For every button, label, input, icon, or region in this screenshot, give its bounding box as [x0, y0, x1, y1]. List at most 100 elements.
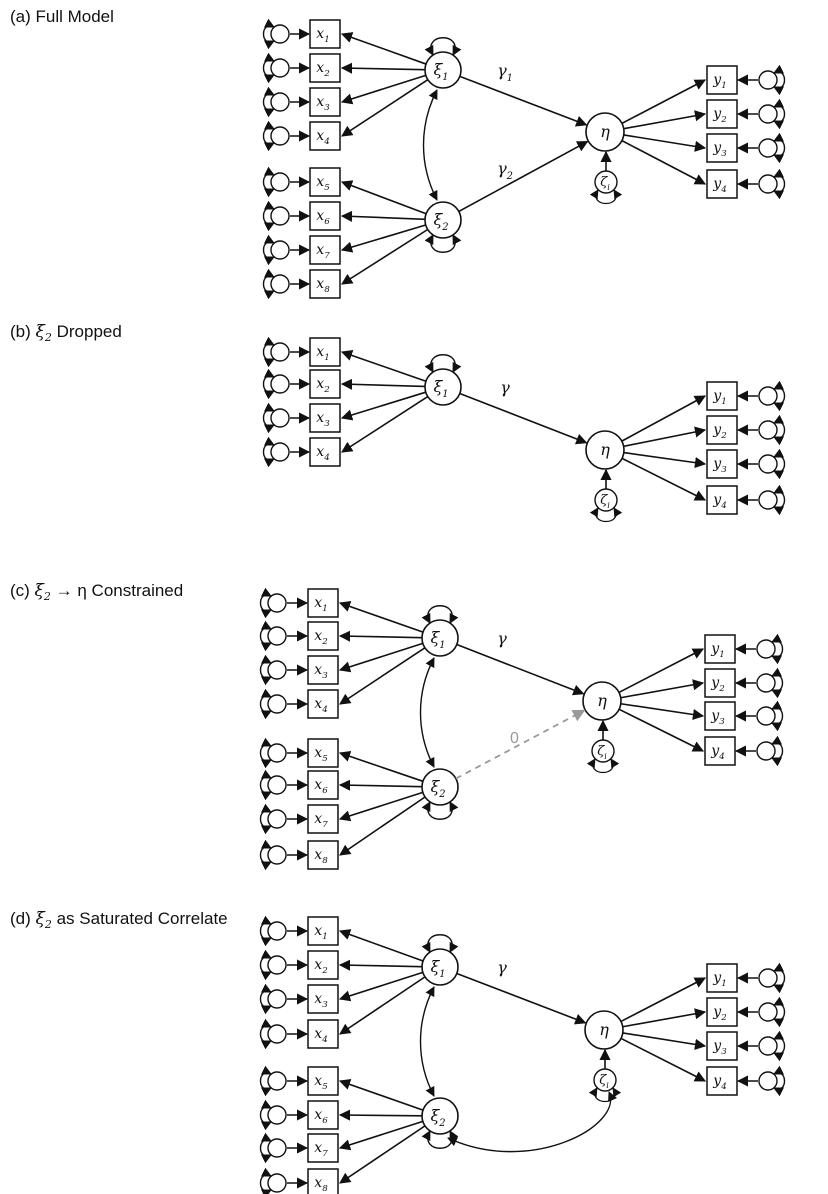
error-variance-loop	[259, 803, 272, 835]
disturbance-variance-loop	[589, 189, 623, 204]
indicator-x1: x1	[307, 916, 339, 946]
error-variance-loop	[773, 448, 786, 480]
indicator-x6: x6	[307, 1100, 339, 1130]
indicator-y1: y1	[706, 381, 738, 411]
loading-arrow	[340, 224, 426, 253]
latent-label: ξ1	[430, 628, 445, 651]
variance-loop	[421, 605, 459, 624]
disturbance-label: ζi	[599, 1073, 609, 1090]
latent-xi1: ξ1	[421, 934, 459, 986]
indicator-x6: x6	[307, 770, 339, 800]
indicator-x2: x2	[309, 53, 341, 83]
error-term	[758, 1065, 786, 1097]
loading-arrow	[340, 180, 427, 215]
error-term	[758, 98, 786, 130]
panel-title: (d) ξ2 as Saturated Correlate	[10, 909, 228, 931]
error-circle	[270, 374, 290, 394]
indicator-label: x7	[314, 1140, 328, 1159]
latent-eta: η	[582, 681, 622, 721]
loading-arrow	[621, 457, 707, 501]
indicator-box	[309, 235, 341, 265]
error-variance-loop	[771, 735, 784, 767]
indicator-label: x7	[314, 811, 328, 830]
error-circle	[270, 206, 290, 226]
indicator-label: x3	[316, 410, 330, 429]
disturbance-variance-loop	[589, 507, 623, 522]
error-circle	[267, 845, 287, 865]
error-variance-loop	[259, 737, 272, 769]
error-circle	[270, 58, 290, 78]
indicator-label: x2	[314, 957, 328, 976]
error-variance-loop	[773, 380, 786, 412]
indicator-box	[706, 99, 738, 129]
indicator-label: y4	[712, 492, 726, 511]
covariance-xi1-xi2	[419, 657, 435, 768]
indicator-box	[307, 840, 339, 870]
indicator-box	[706, 1066, 738, 1096]
error-term	[262, 52, 290, 84]
indicator-y3: y3	[704, 701, 736, 731]
indicator-box	[704, 701, 736, 731]
indicator-x4: x4	[307, 689, 339, 719]
error-variance-loop	[259, 915, 272, 947]
indicator-box	[706, 169, 738, 199]
error-circle	[267, 694, 287, 714]
error-variance-loop	[259, 839, 272, 871]
structural-path-xi1	[459, 75, 588, 127]
indicator-box	[309, 403, 341, 433]
indicator-label: y3	[712, 456, 727, 475]
covariance-xi1-xi2	[422, 89, 438, 201]
error-term	[758, 962, 786, 994]
latent-xi1: ξ1	[424, 37, 462, 89]
panel-title: (a) Full Model	[10, 7, 114, 26]
error-circle	[758, 1071, 778, 1091]
loading-arrow	[339, 976, 426, 1035]
error-circle	[267, 743, 287, 763]
loading-arrow	[338, 642, 424, 673]
loading-arrow	[340, 391, 426, 421]
latent-label: ξ1	[430, 957, 445, 980]
latent-eta: η	[585, 112, 625, 152]
loading-arrow	[340, 210, 426, 222]
loading-arrow	[341, 395, 429, 453]
error-circle	[758, 70, 778, 90]
error-term	[262, 436, 290, 468]
saturated-covariance-xi2-zeta	[447, 1091, 618, 1153]
indicator-label: x2	[314, 628, 328, 647]
panel-d: (d) ξ2 as Saturated Correlatex1x2x3x4ξ1x…	[10, 909, 786, 1194]
error-term	[259, 839, 287, 871]
indicator-label: y2	[712, 422, 727, 441]
error-circle	[267, 626, 287, 646]
indicator-y2: y2	[706, 415, 738, 445]
indicator-label: x8	[314, 1175, 328, 1194]
loading-arrow	[340, 74, 427, 105]
error-circle	[270, 24, 290, 44]
structural-path-xi1	[456, 643, 585, 696]
indicator-label: x5	[314, 745, 327, 764]
error-circle	[756, 673, 776, 693]
loading-arrow	[623, 426, 707, 448]
indicator-box	[706, 963, 738, 993]
indicator-label: x1	[316, 26, 329, 45]
error-circle	[267, 989, 287, 1009]
indicator-y2: y2	[706, 997, 738, 1027]
error-term	[259, 1018, 287, 1050]
loading-arrow	[340, 32, 427, 65]
indicator-label: x6	[314, 777, 328, 796]
error-variance-loop	[771, 633, 784, 665]
error-circle	[758, 174, 778, 194]
error-term	[262, 268, 290, 300]
indicator-box	[706, 65, 738, 95]
indicator-label: y1	[712, 72, 726, 91]
error-circle	[267, 809, 287, 829]
loading-arrow	[338, 779, 423, 791]
indicator-label: x2	[316, 376, 330, 395]
error-term	[758, 448, 786, 480]
indicator-label: x3	[314, 991, 328, 1010]
path-label-xi1: γ1	[497, 61, 513, 84]
indicator-x7: x7	[309, 235, 341, 265]
loading-arrow	[338, 929, 424, 962]
error-circle	[758, 968, 778, 988]
variance-loop	[424, 234, 462, 253]
indicator-box	[704, 668, 736, 698]
